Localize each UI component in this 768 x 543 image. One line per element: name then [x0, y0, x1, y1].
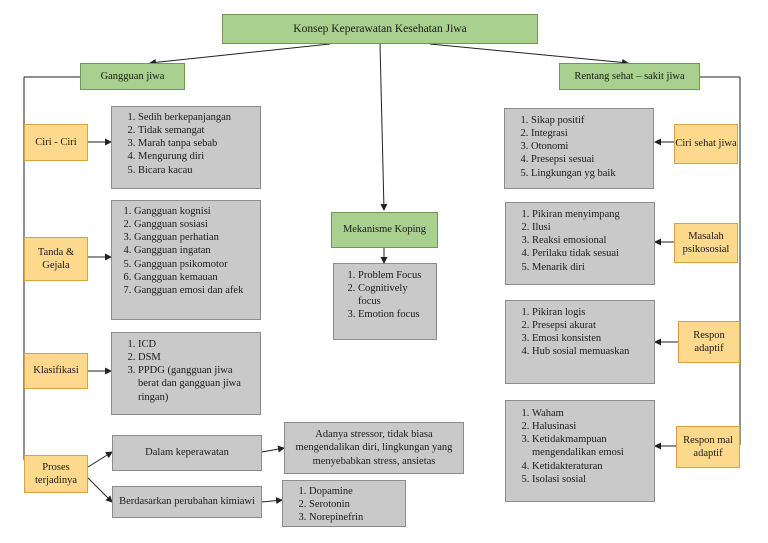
list-item: Cognitively focus — [358, 282, 432, 308]
list-item: Ketidakteraturan — [532, 460, 650, 473]
ciri-sehat-label-box: Ciri sehat jiwa — [674, 124, 738, 164]
list-item: PPDG (gangguan jiwa berat dan gangguan j… — [138, 364, 254, 403]
tanda-list: Gangguan kognisi Gangguan sosiasi Ganggu… — [112, 205, 254, 297]
list-item: Waham — [532, 407, 650, 420]
maladaptif-list: Waham Halusinasi Ketidakmampuan mengenda… — [506, 407, 650, 486]
list-item: Sedih berkepanjangan — [138, 111, 256, 124]
keperawatan-box: Dalam keperawatan — [112, 435, 262, 471]
list-item: Gangguan ingatan — [134, 244, 254, 257]
masalah-list: Pikiran menyimpang Ilusi Reaksi emosiona… — [506, 208, 650, 274]
proses-label-box: Proses terjadinya — [24, 455, 88, 493]
list-item: Sikap positif — [531, 114, 649, 127]
list-item: Emosi konsisten — [532, 332, 650, 345]
tanda-label-box: Tanda & Gejala — [24, 237, 88, 281]
koping-list: Problem Focus Cognitively focus Emotion … — [334, 269, 432, 322]
list-item: Gangguan kemauan — [134, 271, 254, 284]
list-item: Hub sosial memuaskan — [532, 345, 650, 358]
adaptif-label-box: Respon adaptif — [678, 321, 740, 363]
koping-box: Mekanisme Koping — [331, 212, 438, 248]
list-item: Gangguan emosi dan afek — [134, 284, 254, 297]
adaptif-list-box: Pikiran logis Presepsi akurat Emosi kons… — [505, 300, 655, 384]
ciri-list-box: Sedih berkepanjangan Tidak semangat Mara… — [111, 106, 261, 189]
maladaptif-list-box: Waham Halusinasi Ketidakmampuan mengenda… — [505, 400, 655, 502]
list-item: Menarik diri — [532, 261, 650, 274]
title-box: Konsep Keperawatan Kesehatan Jiwa — [222, 14, 538, 44]
ciri-sehat-list: Sikap positif Integrasi Otonomi Presepsi… — [505, 114, 649, 180]
list-item: Norepinefrin — [309, 511, 401, 524]
list-item: Pikiran logis — [532, 306, 650, 319]
list-item: Lingkungan yg baik — [531, 167, 649, 180]
adaptif-list: Pikiran logis Presepsi akurat Emosi kons… — [506, 306, 650, 359]
kimiawi-list-box: Dopamine Serotonin Norepinefrin — [282, 480, 406, 527]
list-item: ICD — [138, 338, 254, 351]
list-item: Tidak semangat — [138, 124, 256, 137]
klasifikasi-list: ICD DSM PPDG (gangguan jiwa berat dan ga… — [112, 338, 254, 404]
list-item: Halusinasi — [532, 420, 650, 433]
tanda-list-box: Gangguan kognisi Gangguan sosiasi Ganggu… — [111, 200, 261, 320]
list-item: Pikiran menyimpang — [532, 208, 650, 221]
kimiawi-box: Berdasarkan perubahan kimiawi — [112, 486, 262, 518]
list-item: Mengurung diri — [138, 150, 256, 163]
list-item: Otonomi — [531, 140, 649, 153]
ciri-sehat-list-box: Sikap positif Integrasi Otonomi Presepsi… — [504, 108, 654, 189]
keperawatan-desc-box: Adanya stressor, tidak biasa mengendalik… — [284, 422, 464, 474]
list-item: Gangguan sosiasi — [134, 218, 254, 231]
masalah-list-box: Pikiran menyimpang Ilusi Reaksi emosiona… — [505, 202, 655, 285]
list-item: Gangguan psikomotor — [134, 258, 254, 271]
masalah-label-box: Masalah psikososial — [674, 223, 738, 263]
list-item: DSM — [138, 351, 254, 364]
koping-list-box: Problem Focus Cognitively focus Emotion … — [333, 263, 437, 340]
ciri-list: Sedih berkepanjangan Tidak semangat Mara… — [112, 111, 256, 177]
list-item: Presepsi sesuai — [531, 153, 649, 166]
list-item: Reaksi emosional — [532, 234, 650, 247]
list-item: Isolasi sosial — [532, 473, 650, 486]
list-item: Perilaku tidak sesuai — [532, 247, 650, 260]
list-item: Dopamine — [309, 485, 401, 498]
page-title: Konsep Keperawatan Kesehatan Jiwa — [293, 22, 467, 35]
list-item: Serotonin — [309, 498, 401, 511]
list-item: Presepsi akurat — [532, 319, 650, 332]
list-item: Emotion focus — [358, 308, 432, 321]
list-item: Ketidakmampuan mengendalikan emosi — [532, 433, 650, 459]
list-item: Ilusi — [532, 221, 650, 234]
rentang-box: Rentang sehat – sakit jiwa — [559, 63, 700, 90]
list-item: Problem Focus — [358, 269, 432, 282]
list-item: Integrasi — [531, 127, 649, 140]
list-item: Gangguan kognisi — [134, 205, 254, 218]
klasifikasi-list-box: ICD DSM PPDG (gangguan jiwa berat dan ga… — [111, 332, 261, 415]
list-item: Gangguan perhatian — [134, 231, 254, 244]
gangguan-jiwa-box: Gangguan jiwa — [80, 63, 185, 90]
list-item: Marah tanpa sebab — [138, 137, 256, 150]
klasifikasi-label-box: Klasifikasi — [24, 353, 88, 389]
maladaptif-label-box: Respon mal adaptif — [676, 426, 740, 468]
kimiawi-list: Dopamine Serotonin Norepinefrin — [283, 485, 401, 524]
ciri-label-box: Ciri - Ciri — [24, 124, 88, 161]
list-item: Bicara kacau — [138, 164, 256, 177]
